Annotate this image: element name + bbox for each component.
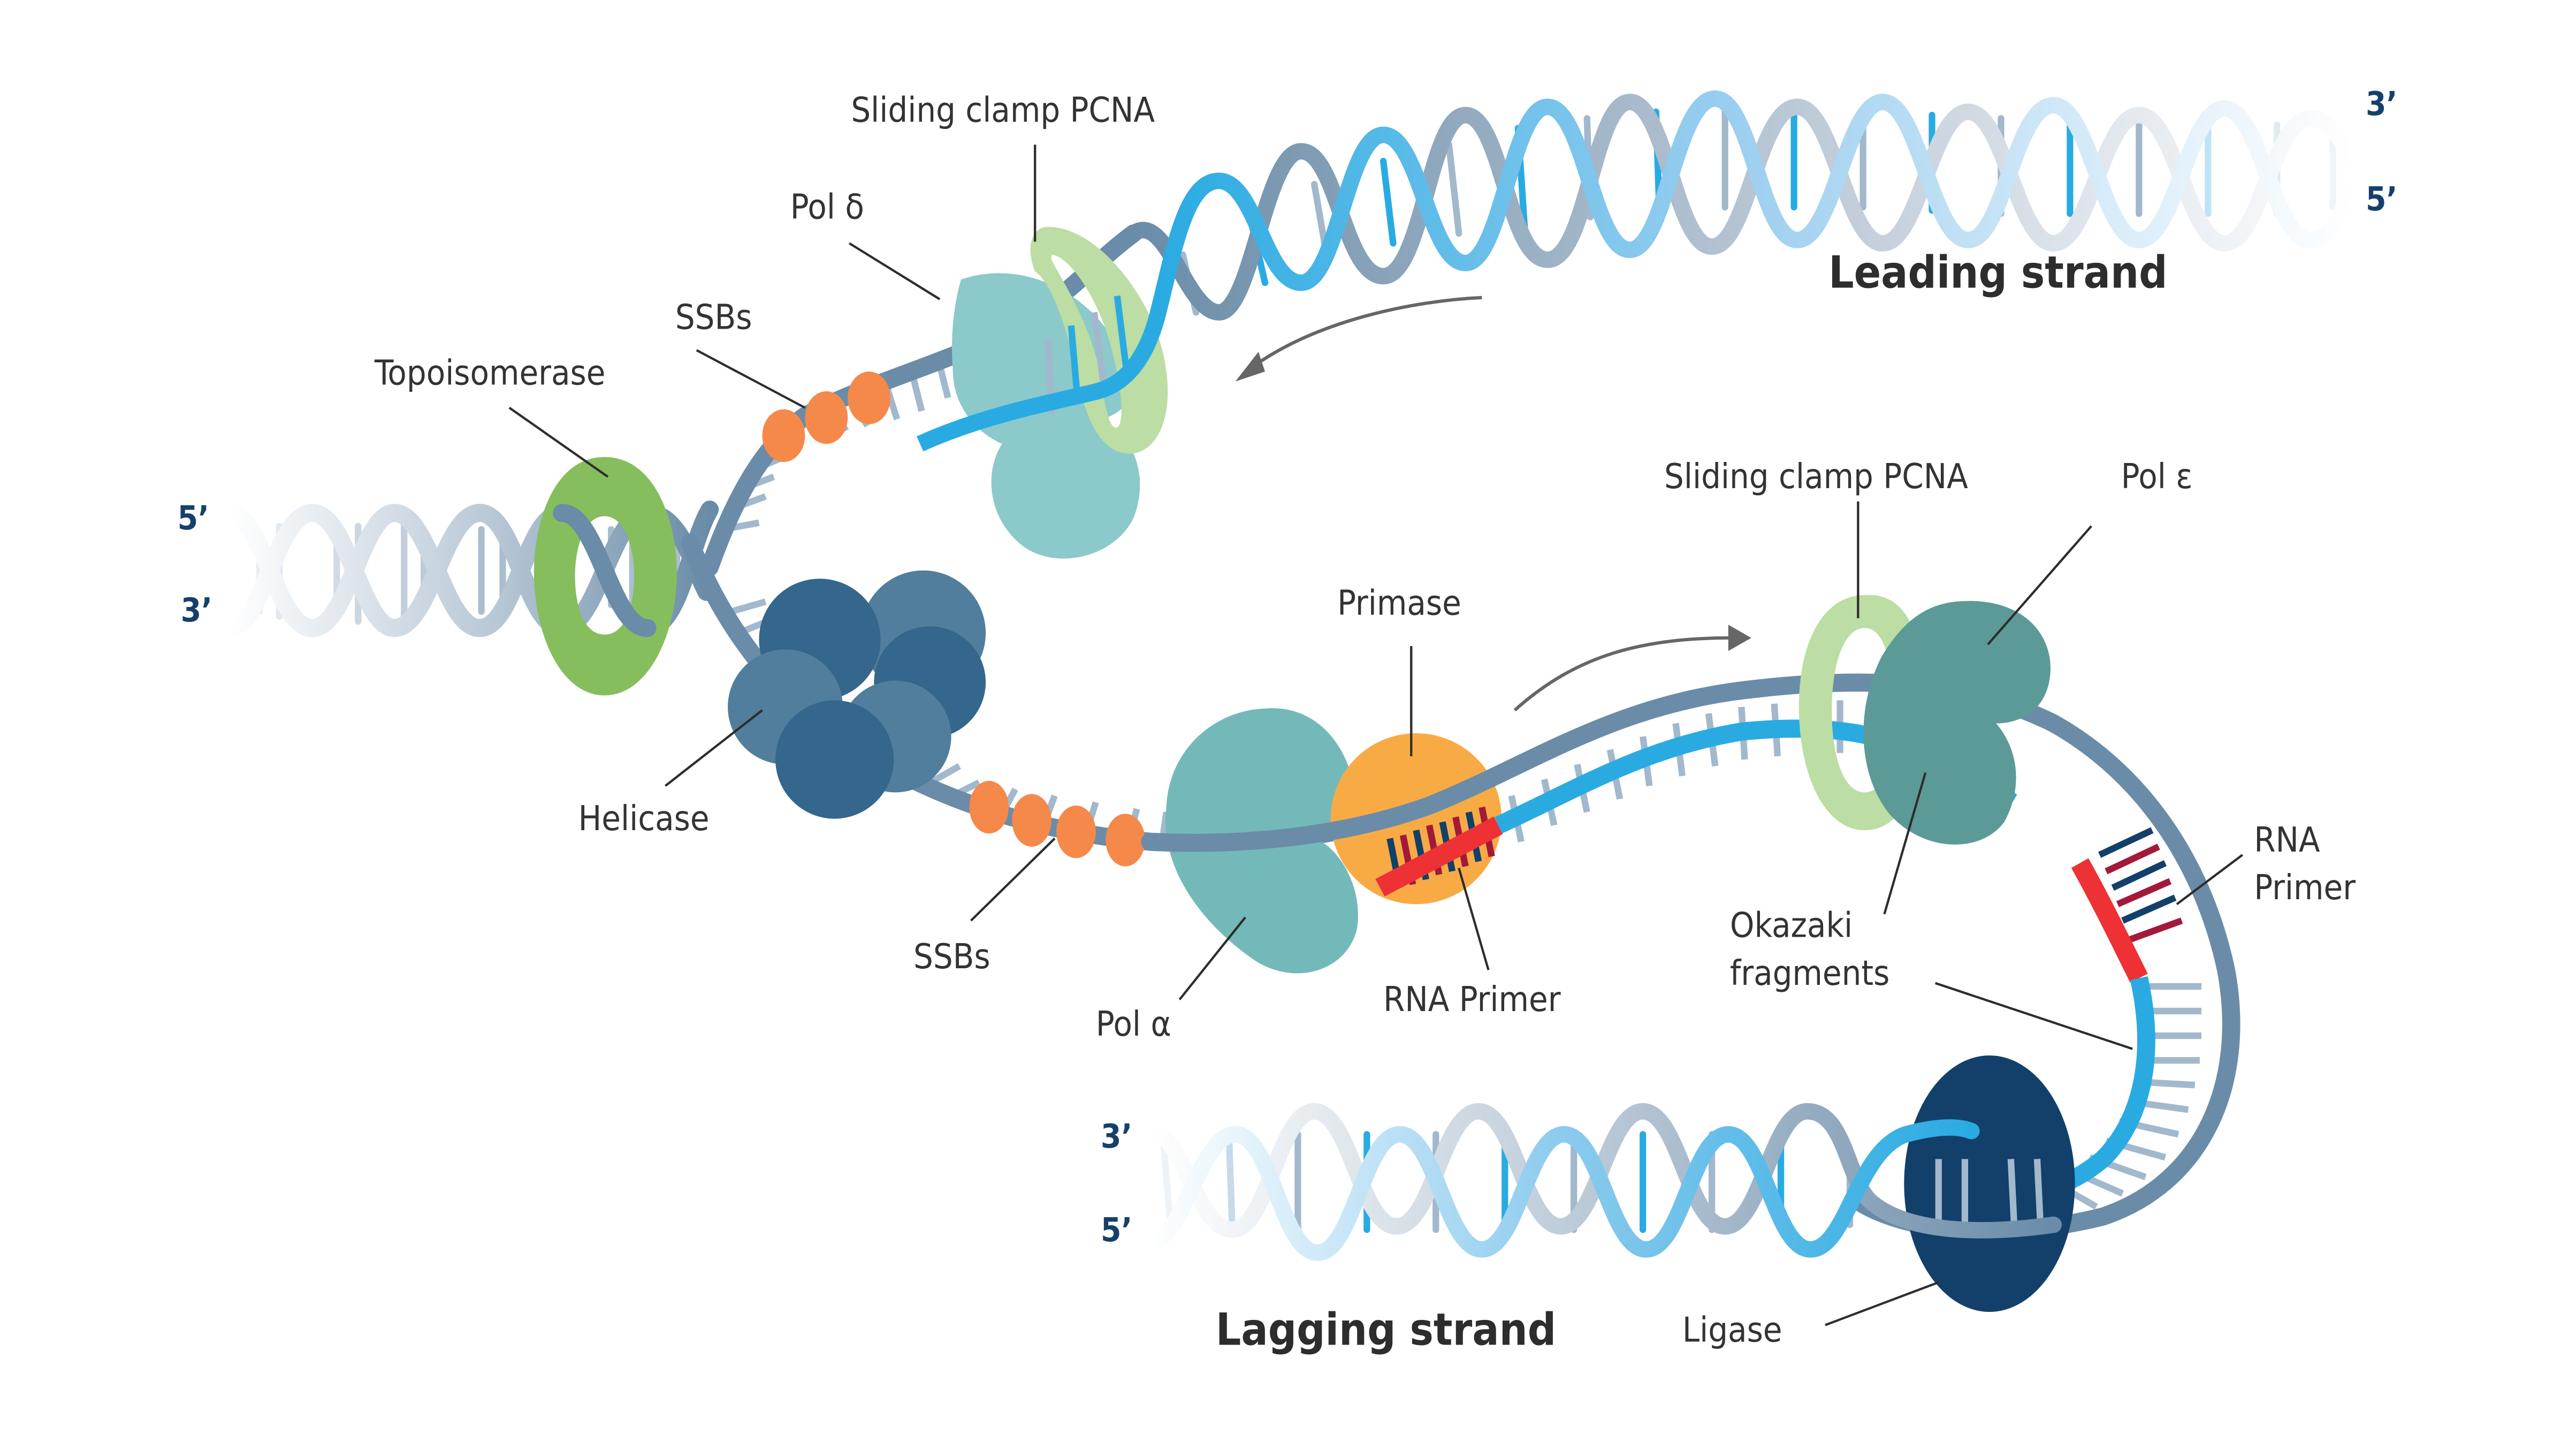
label-rna-primer-right-line1: RNA: [2254, 820, 2320, 860]
ssb-protein: [1056, 806, 1096, 859]
pol-delta: [952, 273, 1140, 559]
ssb-protein: [805, 391, 848, 444]
leading-new-strand: [1150, 90, 2361, 321]
leading-template-strand: [700, 224, 1143, 576]
label-primase: Primase: [1337, 583, 1461, 624]
end-label-leading-5prime: 5’: [2366, 180, 2397, 218]
sliding-clamp-pcna-leading: [1030, 226, 1168, 454]
ssb-protein: [969, 780, 1009, 834]
label-rna-primer-right-line2: Primer: [2254, 868, 2356, 908]
lagging-template-strand-upper: [1141, 673, 2240, 1240]
leader-rna-primer-lower: [1458, 868, 1490, 970]
leader-ssbs-lower: [970, 837, 1056, 922]
label-ssbs-upper: SSBs: [675, 297, 752, 337]
leader-rna-primer-right: [2176, 854, 2244, 906]
leader-pol-epsilon: [1987, 525, 2092, 646]
lagging-direction-arrow: [1513, 625, 1751, 712]
ssb-protein: [762, 409, 805, 462]
leader-okazaki-upper: [1883, 772, 1927, 915]
ssb-protein: [848, 371, 891, 424]
label-okazaki-line2: fragments: [1730, 953, 1889, 993]
label-rna-primer-lower: RNA Primer: [1383, 980, 1561, 1020]
ssb-protein: [1106, 814, 1145, 867]
rna-primer-primase: [1375, 816, 1503, 897]
parental-strand-front: [553, 504, 657, 637]
ssbs-upper: [762, 371, 891, 462]
label-pol-epsilon: Pol ε: [2121, 457, 2193, 497]
labels: Topoisomerase SSBs Pol δ Sliding clamp P…: [178, 85, 2398, 1355]
helicase: [728, 570, 986, 819]
ssbs-lower: [969, 780, 1145, 867]
label-pcna-lagging: Sliding clamp PCNA: [1664, 457, 1968, 497]
lagging-dna-helix: [1141, 1103, 2062, 1261]
end-label-lagging-5prime: 5’: [1101, 1211, 1132, 1249]
title-lagging-strand: Lagging strand: [1216, 1303, 1556, 1355]
ligase: [1904, 1055, 2075, 1312]
leader-pol-alpha: [1178, 916, 1246, 1000]
label-okazaki-line1: Okazaki: [1730, 906, 1853, 946]
label-ligase: Ligase: [1682, 1310, 1782, 1350]
lagging-parental-strand: [1141, 1103, 2062, 1239]
leader-ssbs-upper: [696, 349, 806, 409]
label-ssbs-lower: SSBs: [913, 937, 990, 977]
leading-direction-arrow: [1235, 295, 1482, 382]
title-leading-strand: Leading strand: [1828, 246, 2167, 298]
end-label-lagging-3prime: 3’: [1101, 1118, 1132, 1156]
leader-topoisomerase: [508, 406, 609, 478]
ssb-protein: [1012, 794, 1051, 847]
label-pol-alpha: Pol α: [1096, 1004, 1171, 1044]
pol-epsilon: [1863, 601, 2051, 845]
end-label-parent-3prime: 3’: [181, 591, 212, 629]
leader-lines: [508, 145, 2244, 1326]
ligase-base-pairs: [1935, 1159, 2044, 1225]
label-helicase: Helicase: [578, 799, 710, 839]
leading-dna-helix: [1125, 90, 2361, 321]
leader-okazaki-lower: [1934, 982, 2133, 1050]
leader-ligase: [1825, 1281, 1939, 1326]
end-label-parent-5prime: 5’: [178, 499, 209, 537]
lagging-new-strand: [1141, 1119, 1980, 1261]
end-label-leading-3prime: 3’: [2366, 85, 2397, 123]
leader-pol-delta: [849, 242, 941, 300]
rna-primer-loop: [2071, 858, 2148, 983]
label-topoisomerase: Topoisomerase: [374, 353, 605, 393]
label-pol-delta: Pol δ: [790, 187, 864, 227]
label-pcna-leading: Sliding clamp PCNA: [851, 90, 1155, 130]
leading-new-base-pairs: [1045, 295, 1131, 415]
leading-new-strand-stub: [916, 310, 1167, 452]
leader-helicase: [665, 709, 763, 787]
